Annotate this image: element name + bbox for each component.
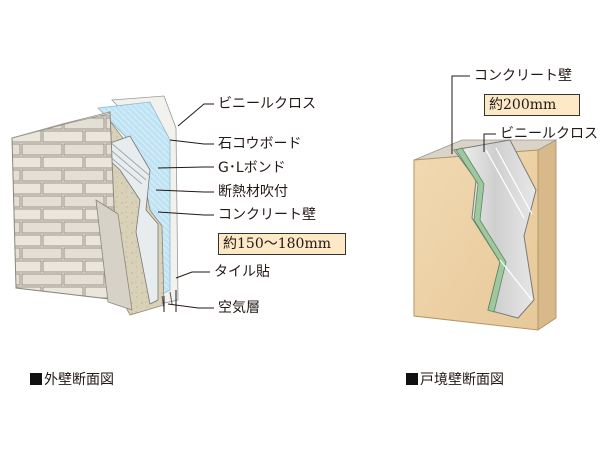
wood-side-face [537, 139, 557, 331]
caption-square-icon [30, 373, 42, 385]
exterior-thickness-badge: 約150〜180mm [218, 233, 346, 255]
caption-exterior-text: 外壁断面図 [44, 372, 114, 388]
label-partition-concrete: コンクリート壁 [474, 68, 572, 84]
label-tile: タイル貼 [214, 264, 270, 280]
label-concrete-wall: コンクリート壁 [218, 207, 316, 223]
exterior-leader-lines [155, 103, 214, 312]
insulation-layer [95, 135, 159, 305]
label-gl-bond: G･Lボンド [218, 160, 286, 176]
caption-partition-text: 戸境壁断面図 [420, 372, 504, 388]
concrete-hatch [485, 147, 533, 301]
tile-side-face [95, 199, 133, 311]
label-partition-vinyl: ビニールクロス [500, 126, 598, 142]
caption-partition-wall: 戸境壁断面図 [406, 372, 504, 388]
vinyl-cut-strip [455, 147, 507, 313]
label-insulation-spray: 断熱材吹付 [218, 184, 288, 200]
label-vinyl-cloth: ビニールクロス [218, 96, 316, 112]
caption-exterior-wall: 外壁断面図 [30, 372, 114, 388]
label-gypsum-board: 石コウボード [218, 136, 302, 152]
label-air-layer: 空気層 [218, 300, 260, 316]
partition-leader-lines [451, 75, 496, 154]
partition-wall-diagram [413, 139, 558, 331]
caption-square-icon [406, 373, 418, 385]
exterior-wall-diagram [11, 95, 179, 316]
partition-thickness-badge: 約200mm [484, 94, 580, 116]
tile-top-face [11, 111, 112, 139]
